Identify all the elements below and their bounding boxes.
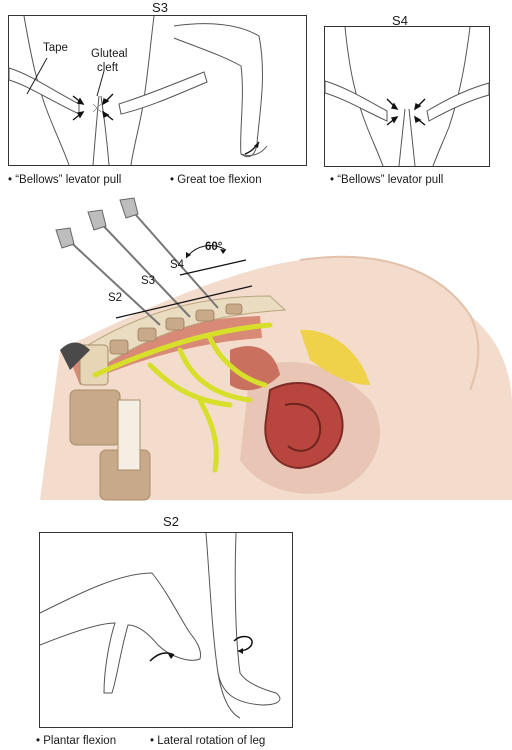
s2-leg-drawing xyxy=(39,532,281,719)
needle-label-s2: S2 xyxy=(108,292,123,304)
panel-s2 xyxy=(39,532,293,728)
sacral-nerve-root xyxy=(92,322,273,378)
rectum xyxy=(264,381,344,470)
needle-label-s4: S4 xyxy=(170,259,185,271)
panel-s4 xyxy=(324,26,490,167)
panel-s4-title: S4 xyxy=(392,13,408,28)
s3-buttocks-drawing xyxy=(8,15,268,166)
levator-muscle xyxy=(230,346,280,391)
label-tape: Tape xyxy=(43,42,68,54)
spinal-needles xyxy=(63,205,219,326)
panel-s2-title: S2 xyxy=(163,514,179,529)
angle-label: 60° xyxy=(205,241,223,253)
s3-caption-toe-flexion: • Great toe flexion xyxy=(170,174,262,186)
label-gluteal: Gluteal xyxy=(91,48,128,60)
panel-s3-title: S3 xyxy=(152,0,168,15)
s3-caption-bellows: • “Bellows” levator pull xyxy=(8,174,122,186)
s2-caption-lateral-rotation: • Lateral rotation of leg xyxy=(150,735,266,747)
panel-s3: Tape Gluteal cleft xyxy=(8,15,307,166)
needle-label-s3: S3 xyxy=(141,275,156,287)
sacral-anatomy-illustration xyxy=(40,197,512,501)
s4-caption-bellows: • “Bellows” levator pull xyxy=(330,174,444,186)
s4-buttocks-drawing xyxy=(324,26,490,167)
s2-caption-plantar-flexion: • Plantar flexion xyxy=(36,735,117,747)
label-cleft: cleft xyxy=(97,62,119,74)
s2-reference-line xyxy=(115,285,253,319)
